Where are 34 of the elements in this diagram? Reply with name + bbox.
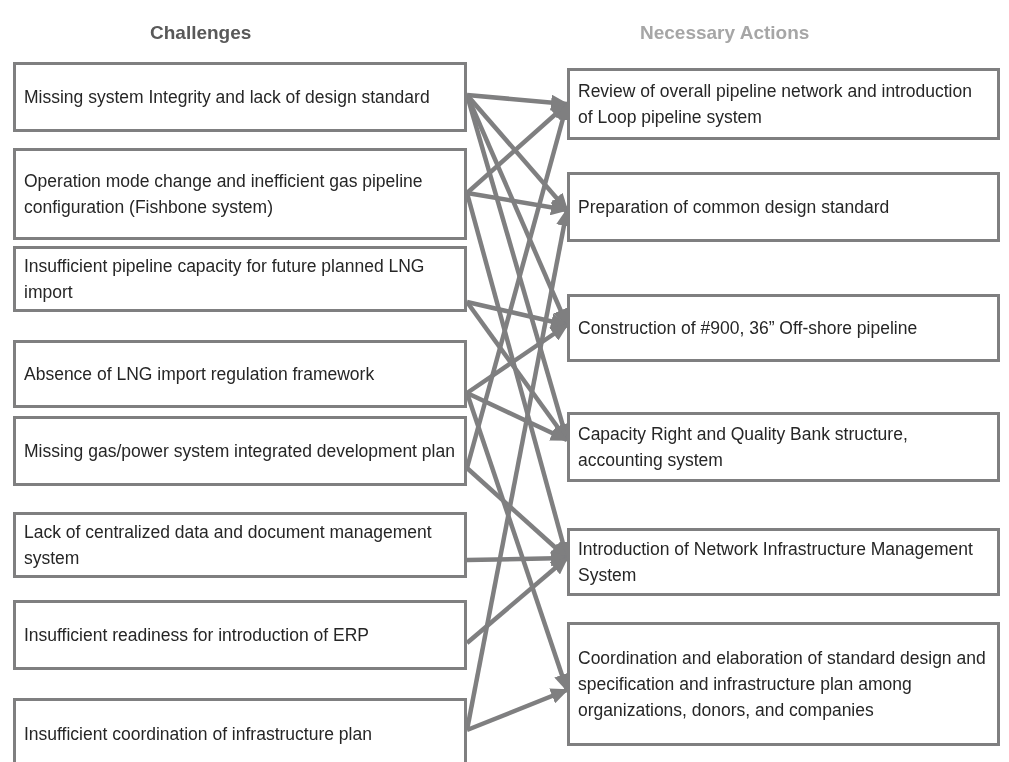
action-box — [567, 172, 1000, 242]
box-text: Introduction of Network Infrastructure Management System — [578, 538, 974, 587]
box-text: Review of overall pipeline network and introduction of Loop pipeline system — [578, 80, 973, 129]
column-heading: Necessary Actions — [640, 22, 810, 44]
challenge-box — [13, 62, 467, 132]
column-heading: Challenges — [150, 22, 252, 44]
challenge-box — [13, 246, 467, 312]
box-text: Insufficient readiness for introduction of ERP — [24, 624, 369, 647]
action-box — [567, 68, 1000, 140]
box-text: Insufficient pipeline capacity for future planned LNG import — [24, 255, 426, 304]
challenge-box — [13, 698, 467, 762]
box-text: Preparation of common design standard — [578, 196, 890, 219]
challenge-box — [13, 600, 467, 670]
challenge-box — [13, 416, 467, 486]
box-text: Coordination and elaboration of standard design and specification and infrastructure plan among organizations, donors, and companies — [578, 647, 987, 722]
box-text: Missing gas/power system integrated development plan — [24, 440, 455, 463]
box-text: Insufficient coordination of infrastructure plan — [24, 723, 372, 746]
challenge-box — [13, 148, 467, 240]
action-box — [567, 528, 1000, 596]
arrow — [466, 390, 569, 443]
challenge-box — [13, 512, 467, 578]
action-box — [567, 294, 1000, 362]
box-text: Capacity Right and Quality Bank structure, accounting system — [578, 423, 909, 472]
arrow — [466, 92, 569, 111]
arrow — [465, 323, 569, 395]
box-text: Absence of LNG import regulation framework — [24, 363, 375, 386]
box-text: Lack of centralized data and document management system — [24, 521, 433, 570]
action-box — [567, 622, 1000, 746]
arrow — [466, 687, 569, 733]
box-text: Missing system Integrity and lack of design standard — [24, 86, 430, 109]
box-text: Construction of #900, 36” Off-shore pipeline — [578, 317, 918, 340]
challenge-box — [13, 340, 467, 408]
action-box — [567, 412, 1000, 482]
box-text: Operation mode change and inefficient gas pipeline configuration (Fishbone system) — [24, 170, 424, 219]
